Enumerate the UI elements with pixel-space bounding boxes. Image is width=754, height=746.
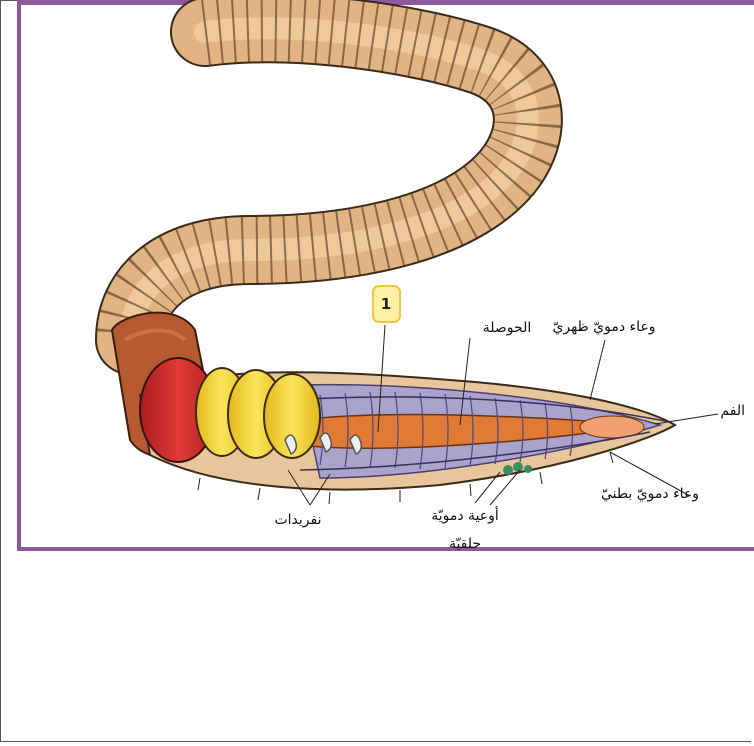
callout-number: 1 — [381, 295, 391, 313]
label-nephridia: نفريدات — [274, 512, 321, 528]
callout-1: 1 — [373, 286, 400, 322]
label-crop: الحوصلة — [483, 320, 531, 336]
worm-body — [130, 28, 528, 340]
label-ring-vessels-line2: حلقيّة — [449, 536, 481, 552]
label-dorsal-vessel: وعاء دمويّ ظهريّ — [552, 319, 655, 335]
label-ring-vessels-line1: أوعية دمويّة — [431, 506, 499, 524]
label-ventral-vessel: وعاء دمويّ بطنيّ — [601, 486, 699, 502]
label-mouth: الفم — [720, 403, 745, 419]
